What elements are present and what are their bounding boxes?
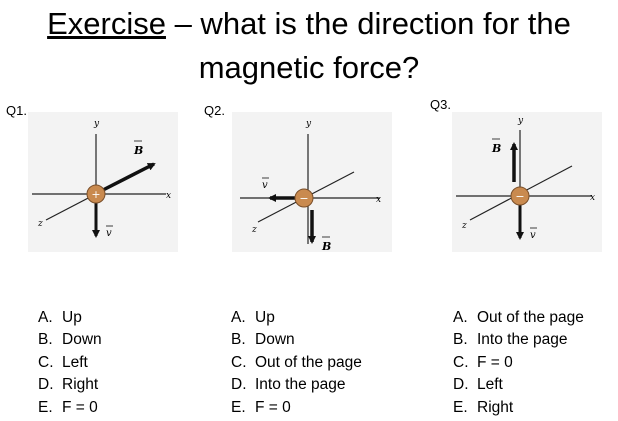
q3-option-e[interactable]: E. Right bbox=[453, 397, 584, 419]
q3-z-label: z bbox=[461, 221, 467, 231]
q3-x-label: x bbox=[590, 193, 595, 203]
option-letter: C. bbox=[231, 353, 247, 371]
q3-options: A. Out of the page B. Into the page C. F = … bbox=[453, 307, 584, 419]
option-text: Down bbox=[255, 331, 295, 349]
option-text: Up bbox=[255, 309, 275, 326]
q2-x-label: x bbox=[376, 195, 381, 205]
q1-option-a[interactable]: A. Up bbox=[38, 307, 102, 329]
q2-charge-sign: − bbox=[299, 192, 308, 205]
q1-field-arrow bbox=[102, 162, 156, 192]
option-letter: B. bbox=[231, 331, 246, 349]
q3-diagram: − y x z B v bbox=[452, 112, 602, 252]
q3-option-a[interactable]: A. Out of the page bbox=[453, 307, 584, 329]
option-letter: A. bbox=[231, 309, 246, 326]
q1-diagram: + y x z B v bbox=[28, 112, 178, 252]
option-letter: D. bbox=[453, 376, 469, 394]
option-letter: B. bbox=[453, 331, 468, 349]
q2-option-d[interactable]: D. Into the page bbox=[231, 374, 362, 396]
q1-charge-particle bbox=[86, 184, 106, 204]
option-text: Out of the page bbox=[477, 309, 584, 326]
q3-field-label: B bbox=[491, 142, 501, 155]
q1-diagram-background bbox=[28, 112, 178, 252]
title-line-2: magnetic force? bbox=[198, 50, 420, 85]
q3-option-d[interactable]: D. Left bbox=[453, 374, 584, 396]
q3-charge-particle bbox=[510, 186, 530, 206]
q2-y-label: y bbox=[305, 119, 312, 129]
q2-option-e[interactable]: E. F = 0 bbox=[231, 397, 362, 419]
q1-x-label: x bbox=[166, 191, 171, 201]
q3-y-label: y bbox=[517, 116, 524, 126]
q2-option-a[interactable]: A. Up bbox=[231, 307, 362, 329]
option-text: F = 0 bbox=[255, 398, 291, 416]
option-text: F = 0 bbox=[477, 353, 513, 371]
q3-label: Q3. bbox=[430, 97, 451, 112]
q1-option-d[interactable]: D. Right bbox=[38, 374, 102, 396]
option-text: Right bbox=[62, 376, 99, 394]
title-line-1-rest: – what is the direction for the bbox=[165, 6, 571, 41]
option-text: Down bbox=[62, 331, 102, 349]
q3-charge-sign: − bbox=[515, 190, 524, 203]
title-emphasis: Exercise bbox=[47, 6, 166, 41]
q3-option-c[interactable]: C. F = 0 bbox=[453, 352, 584, 374]
option-letter: A. bbox=[453, 309, 468, 326]
option-text: Up bbox=[62, 309, 82, 326]
option-text: Out of the page bbox=[255, 353, 362, 371]
q1-option-c[interactable]: C. Left bbox=[38, 352, 102, 374]
option-text: Into the page bbox=[255, 376, 346, 394]
q1-velocity-label: v bbox=[106, 228, 112, 239]
q2-z-label: z bbox=[251, 225, 257, 235]
q1-charge-sign: + bbox=[91, 188, 100, 201]
option-letter: C. bbox=[38, 353, 54, 371]
option-letter: D. bbox=[38, 376, 54, 394]
option-text: Left bbox=[477, 376, 503, 394]
q2-option-b[interactable]: B. Down bbox=[231, 329, 362, 351]
option-text: Into the page bbox=[477, 331, 568, 349]
option-text: Left bbox=[62, 353, 88, 371]
q3-diagram-background bbox=[452, 112, 602, 252]
q2-label: Q2. bbox=[204, 103, 225, 118]
option-text: F = 0 bbox=[62, 398, 98, 416]
option-letter: E. bbox=[453, 398, 468, 416]
option-letter: D. bbox=[231, 376, 247, 394]
q2-option-c[interactable]: C. Out of the page bbox=[231, 352, 362, 374]
q2-charge-particle bbox=[294, 188, 314, 208]
q2-velocity-label: v bbox=[262, 180, 268, 191]
q1-field-label: B bbox=[133, 144, 143, 157]
q1-options: A. Up B. Down C. Left D. Right E. F = 0 bbox=[38, 307, 102, 419]
option-letter: B. bbox=[38, 331, 53, 349]
title-line-1: Exercise – what is the direction for the bbox=[0, 2, 618, 46]
option-letter: A. bbox=[38, 309, 53, 326]
q2-options: A. Up B. Down C. Out of the page D. Into the… bbox=[231, 307, 362, 419]
q3-velocity-label: v bbox=[530, 230, 536, 241]
option-text: Right bbox=[477, 398, 514, 416]
option-letter: E. bbox=[38, 398, 53, 416]
q1-z-label: z bbox=[37, 219, 43, 229]
q1-y-label: y bbox=[93, 119, 100, 129]
option-letter: C. bbox=[453, 353, 469, 371]
q1-option-e[interactable]: E. F = 0 bbox=[38, 397, 102, 419]
q2-diagram: − y x z v B bbox=[232, 112, 392, 252]
q1-option-b[interactable]: B. Down bbox=[38, 329, 102, 351]
q2-field-label: B bbox=[321, 240, 331, 252]
option-letter: E. bbox=[231, 398, 246, 416]
q1-label: Q1. bbox=[6, 103, 27, 118]
q3-option-b[interactable]: B. Into the page bbox=[453, 329, 584, 351]
